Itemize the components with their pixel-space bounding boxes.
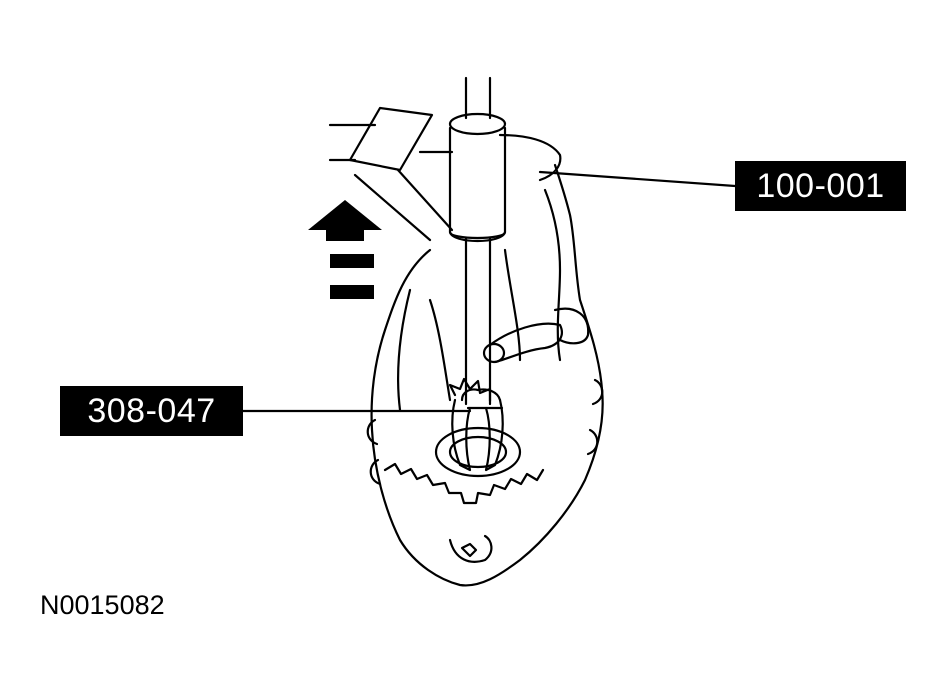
- seal-ring-inner: [448, 435, 508, 469]
- hammer-bottom: [448, 230, 507, 242]
- bracket-strut-1: [353, 173, 432, 242]
- housing-outline: [370, 163, 604, 587]
- lug-hole: [460, 542, 478, 558]
- callout-308-047: 308-047: [60, 386, 243, 436]
- housing-inner-2: [543, 188, 562, 362]
- bracket-strut-2: [396, 168, 454, 232]
- leader-100-001: [538, 170, 737, 188]
- left-boss-1: [366, 418, 379, 446]
- housing-top-edge: [498, 133, 562, 182]
- bracket-plate: [348, 106, 434, 172]
- lever-knob: [482, 342, 506, 364]
- right-boss-2: [586, 428, 599, 456]
- callout-100-001: 100-001: [735, 161, 906, 211]
- right-boss-1: [591, 378, 604, 406]
- gear-teeth: [383, 462, 545, 505]
- collet-spring: [460, 388, 502, 402]
- figure-id: N0015082: [40, 590, 165, 620]
- left-boss-2: [369, 458, 382, 486]
- hammer-body: [448, 126, 507, 240]
- arrow-up-icon: [308, 200, 382, 299]
- hammer-top: [448, 112, 507, 136]
- housing-inner-3: [503, 248, 522, 362]
- bottom-lug: [448, 534, 493, 563]
- housing-inner-1: [396, 288, 412, 412]
- housing-inner-4: [428, 298, 452, 402]
- collet-jaw-left: [451, 398, 472, 472]
- housing-ear: [553, 307, 590, 345]
- side-lever: [488, 322, 563, 364]
- collet-jaw-right: [484, 398, 504, 472]
- collet-star: [448, 377, 492, 403]
- seal-ring-outer: [434, 426, 522, 478]
